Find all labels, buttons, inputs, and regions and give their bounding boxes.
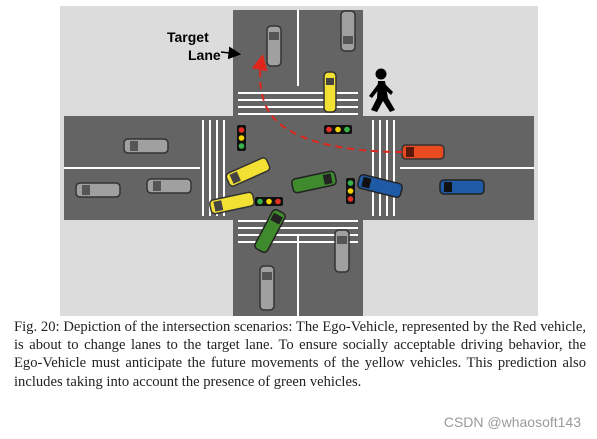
crosswalk-right <box>372 120 395 216</box>
yellow-car <box>323 71 337 113</box>
target-label-line1: Target <box>167 29 209 45</box>
gray-car <box>123 138 169 154</box>
traffic-light-icon <box>255 197 283 206</box>
green-car <box>254 208 286 254</box>
blue-car <box>357 173 403 199</box>
target-label-line2: Lane <box>188 47 221 63</box>
ego-trajectory-arrow <box>251 54 403 153</box>
traffic-light-icon <box>237 125 246 151</box>
gray-car <box>340 10 356 52</box>
intersection-diagram: Target Lane <box>60 6 538 316</box>
figure-caption: Fig. 20: Depiction of the intersection s… <box>14 319 586 390</box>
gray-car <box>266 25 282 67</box>
crosswalk-bottom <box>238 220 358 243</box>
traffic-light-icon <box>324 125 352 134</box>
pedestrian-icon <box>369 68 395 112</box>
arrow-icon <box>220 46 242 60</box>
blue-car <box>439 179 485 195</box>
gray-car <box>146 178 192 194</box>
yellow-car <box>209 191 255 215</box>
green-car <box>291 170 337 194</box>
gray-car <box>75 182 121 198</box>
yellow-car <box>225 157 271 187</box>
ego-vehicle <box>401 144 445 160</box>
gray-car <box>259 265 275 311</box>
gray-car <box>334 229 350 273</box>
watermark: CSDN @whaosoft143 <box>441 414 583 430</box>
traffic-light-icon <box>346 178 355 204</box>
crosswalk-top <box>238 92 358 115</box>
crosswalk-left <box>202 120 225 216</box>
